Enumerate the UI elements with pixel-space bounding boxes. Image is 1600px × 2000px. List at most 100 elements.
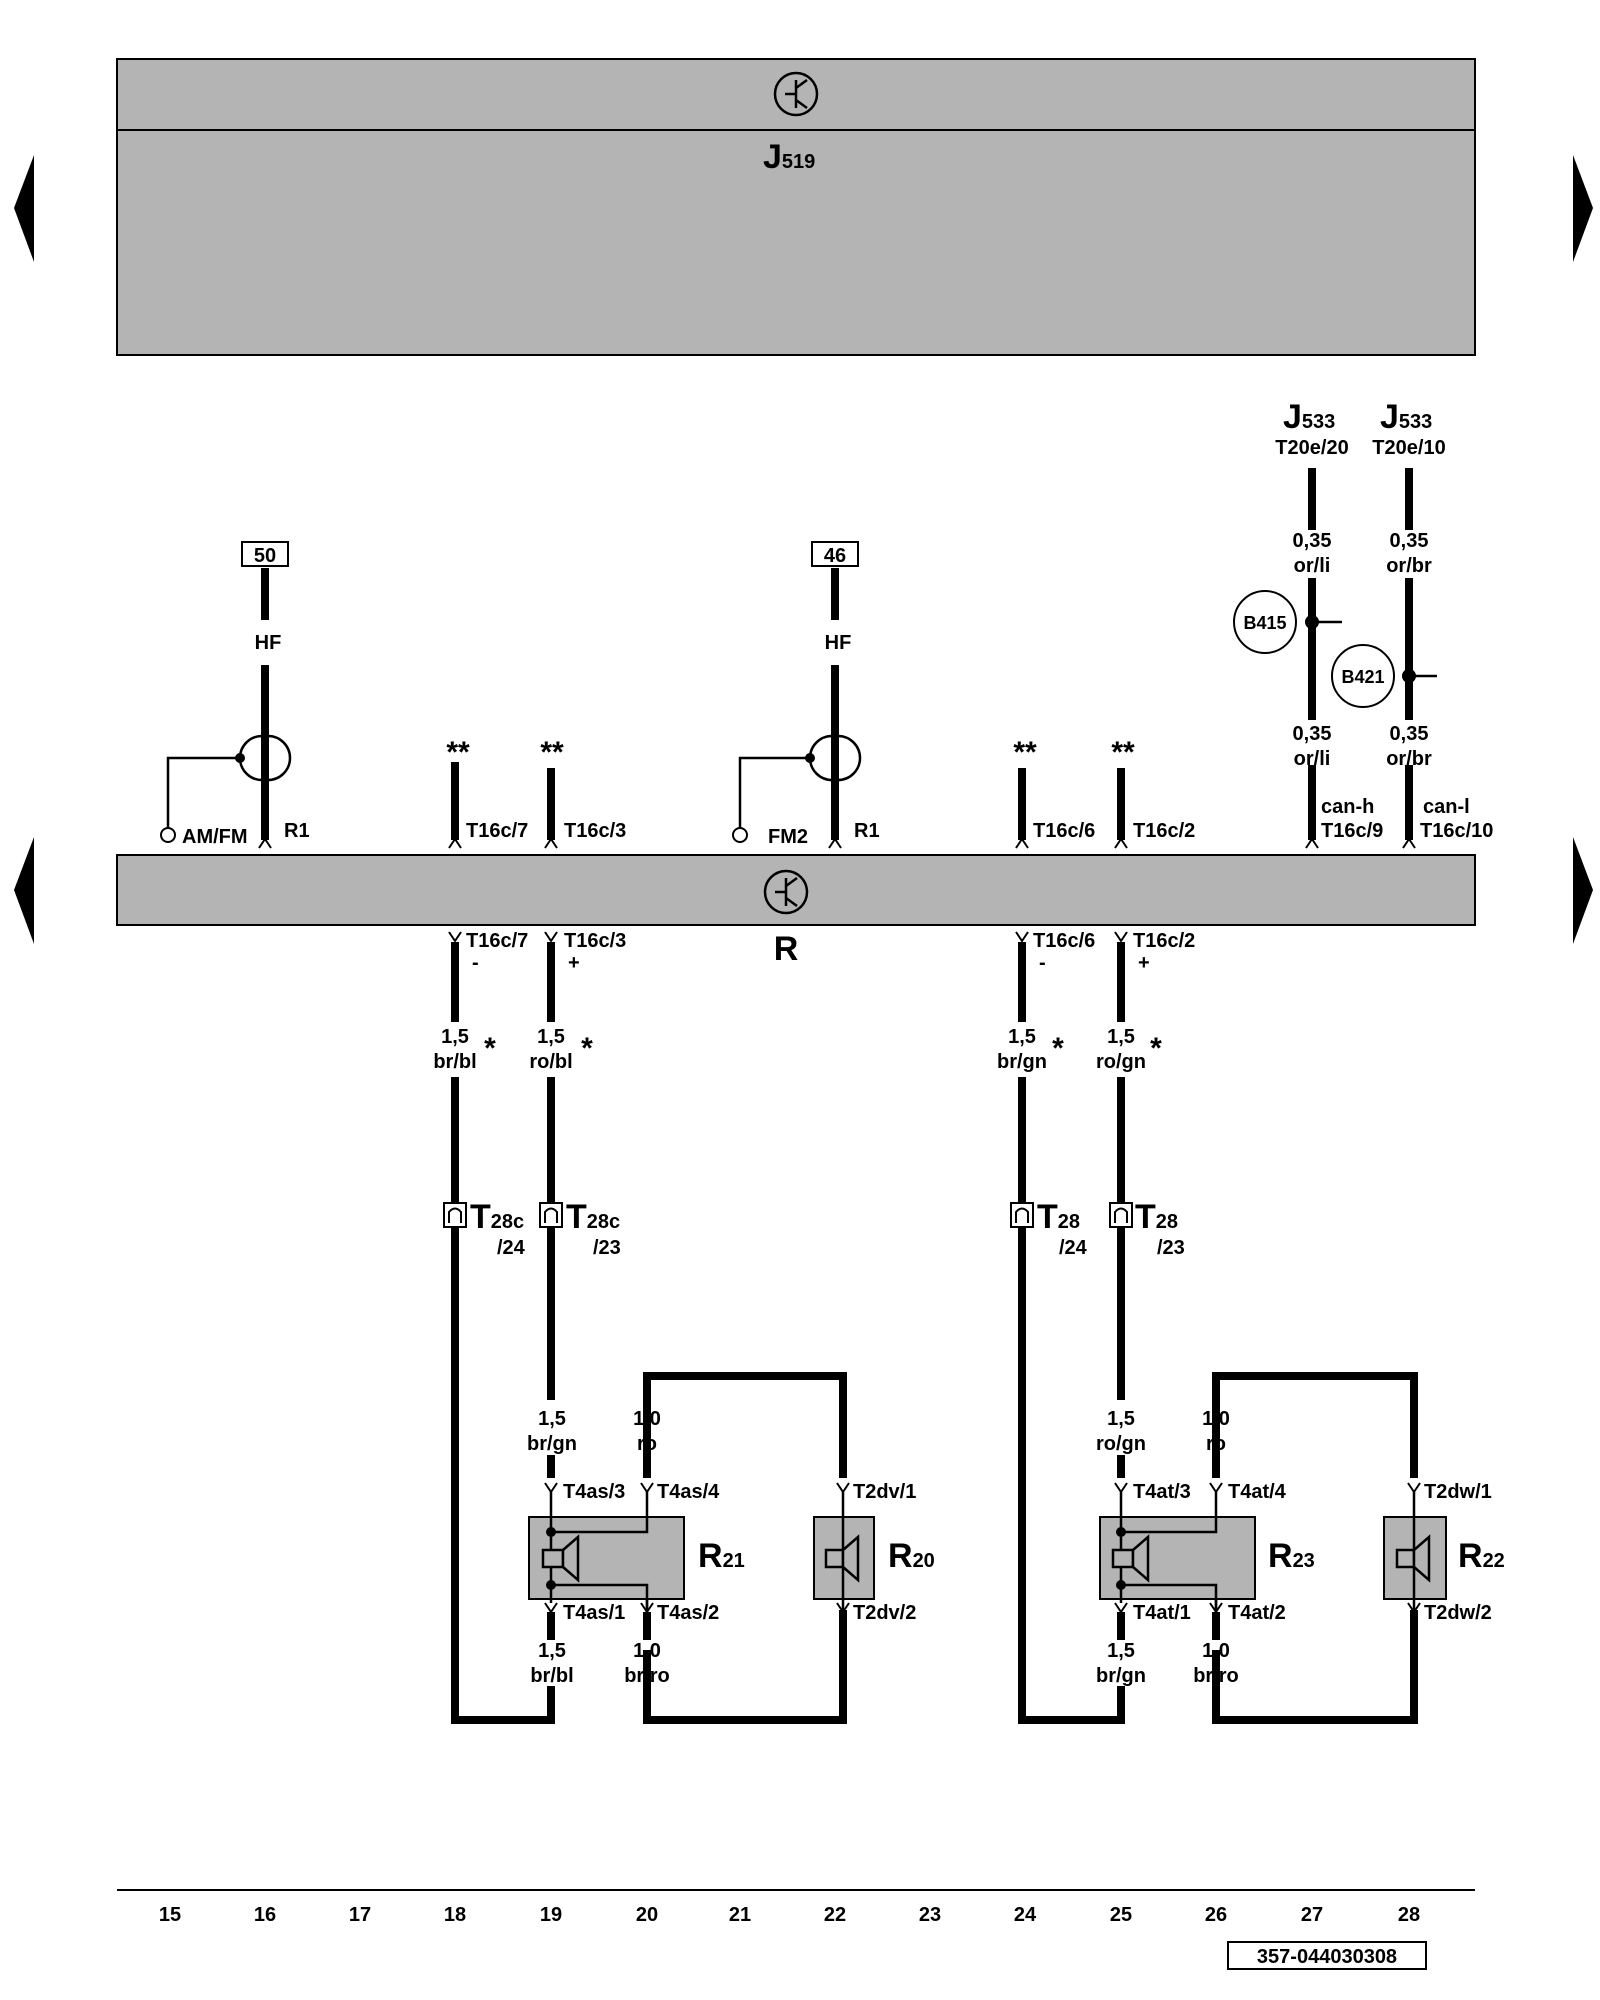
r23-pin-top-2: T4at/4 — [1228, 1481, 1287, 1503]
top-pin-t16c6: T16c/6 — [1033, 820, 1095, 842]
speaker-wire-size-top-4: 1,0 — [1202, 1408, 1230, 1430]
r23-pin-bottom-1: T4at/1 — [1133, 1602, 1191, 1624]
grid-number: 16 — [254, 1904, 276, 1926]
speaker-wire-color-top-1: br/gn — [527, 1433, 577, 1455]
speaker-wire-color-bottom-2: br/ro — [624, 1665, 670, 1687]
r22-label: R22 — [1458, 1537, 1505, 1575]
splice-b415-label: B415 — [1243, 613, 1286, 633]
speaker-wire-size-top-3: 1,5 — [1107, 1408, 1135, 1430]
connector-t28c-24: T28c — [470, 1198, 524, 1236]
loudspeaker-icon — [1395, 1534, 1431, 1583]
r21-pin-top-2: T4as/4 — [657, 1481, 720, 1503]
top-pin-t16c10: T16c/10 — [1420, 820, 1493, 842]
bottom-pin-t16c2: T16c/2 — [1133, 930, 1195, 952]
r22-pin-top: T2dw/1 — [1424, 1481, 1492, 1503]
speaker-r20 — [813, 1492, 875, 1612]
prev-page-arrow-bottom[interactable] — [14, 837, 34, 944]
doc-number: 357-044030308 — [1257, 1946, 1397, 1968]
double-star-3: ** — [1013, 736, 1037, 769]
grid-number: 17 — [349, 1904, 371, 1926]
can-l-wire-color-lower: or/br — [1386, 748, 1432, 770]
grid-number: 23 — [919, 1904, 941, 1926]
can-h-wire-size-lower: 0,35 — [1293, 723, 1332, 745]
grid-number: 26 — [1205, 1904, 1227, 1926]
prev-page-arrow-top[interactable] — [14, 155, 34, 262]
wire-color-4: ro/gn — [1096, 1051, 1146, 1073]
next-page-arrow-top[interactable] — [1573, 155, 1593, 262]
speaker-wire-size-bottom-4: 1,0 — [1202, 1640, 1230, 1662]
j533-pin-2: T20e/10 — [1372, 437, 1445, 459]
grid-number: 18 — [444, 1904, 466, 1926]
terminal-46-box — [811, 541, 859, 567]
splice-b421-label: B421 — [1341, 667, 1384, 687]
speaker-wire-size-bottom-1: 1,5 — [538, 1640, 566, 1662]
wire-star-2: * — [581, 1032, 593, 1065]
speaker-wire-size-top-2: 1,0 — [633, 1408, 661, 1430]
grid-number: 24 — [1014, 1904, 1037, 1926]
speaker-r23 — [1099, 1492, 1256, 1612]
terminal-50-box — [241, 541, 289, 567]
can-h-wire-size-upper: 0,35 — [1293, 530, 1332, 552]
r22-pin-bottom: T2dw/2 — [1424, 1602, 1492, 1624]
r23-pin-bottom-2: T4at/2 — [1228, 1602, 1286, 1624]
speaker-r21 — [528, 1492, 685, 1612]
electronic-unit-icon — [773, 71, 819, 117]
hf-label-left: HF — [255, 632, 282, 654]
radio-label: R — [774, 930, 799, 968]
r21-pin-top-1: T4as/3 — [563, 1481, 625, 1503]
wire-star-3: * — [1052, 1032, 1064, 1065]
j533-label-2: J533 — [1380, 398, 1432, 436]
r21-pin-bottom-2: T4as/2 — [657, 1602, 719, 1624]
can-l-wire-color-upper: or/br — [1386, 555, 1432, 577]
speaker-wire-size-top-1: 1,5 — [538, 1408, 566, 1430]
radio-unit-r: R — [116, 854, 1476, 968]
grid-number: 21 — [729, 1904, 751, 1926]
top-pin-t16c7: T16c/7 — [466, 820, 528, 842]
can-l-label: can-l — [1423, 796, 1470, 818]
speaker-wire-color-top-2: ro — [637, 1433, 657, 1455]
wire-color-1: br/bl — [433, 1051, 476, 1073]
bottom-pin-marks — [448, 931, 1128, 943]
bottom-pin-t16c7: T16c/7 — [466, 930, 528, 952]
can-l-wire-size-lower: 0,35 — [1390, 723, 1429, 745]
connector-icons — [443, 1202, 1133, 1228]
speaker-wire-color-bottom-1: br/bl — [530, 1665, 573, 1687]
wire-star-1: * — [484, 1032, 496, 1065]
wire-size-2: 1,5 — [537, 1026, 565, 1048]
j533-label-1: J533 — [1283, 398, 1335, 436]
grid-number: 22 — [824, 1904, 846, 1926]
speaker-wire-color-bottom-3: br/gn — [1096, 1665, 1146, 1687]
wire-size-4: 1,5 — [1107, 1026, 1135, 1048]
r21-label: R21 — [698, 1537, 745, 1575]
grid-number: 19 — [540, 1904, 562, 1926]
bottom-pin-t16c3-polarity: + — [568, 952, 580, 974]
double-star-4: ** — [1111, 736, 1135, 769]
top-pin-marks — [258, 837, 1416, 849]
connector-t28c-23-pin: /23 — [593, 1237, 621, 1259]
splice-b415 — [1233, 590, 1297, 654]
terminal-46: 46 — [824, 545, 846, 567]
speaker-wire-color-bottom-4: br/ro — [1193, 1665, 1239, 1687]
top-pin-t16c2: T16c/2 — [1133, 820, 1195, 842]
connector-t28c-24-pin: /24 — [497, 1237, 526, 1259]
speaker-wires — [451, 942, 1418, 1724]
next-page-arrow-bottom[interactable] — [1573, 837, 1593, 944]
grid-number: 15 — [159, 1904, 181, 1926]
grid-number: 20 — [636, 1904, 658, 1926]
doc-number-box — [1227, 1941, 1427, 1970]
speaker-wire-color-top-3: ro/gn — [1096, 1433, 1146, 1455]
j519-label: J519 — [763, 138, 815, 176]
wire-color-3: br/gn — [997, 1051, 1047, 1073]
r23-label: R23 — [1268, 1537, 1315, 1575]
speaker-wire-size-bottom-2: 1,0 — [633, 1640, 661, 1662]
r20-label: R20 — [888, 1537, 935, 1575]
top-pin-t16c3: T16c/3 — [564, 820, 626, 842]
fm2-label: FM2 — [768, 826, 808, 848]
loudspeaker-icon — [824, 1534, 860, 1583]
speaker-r22 — [1383, 1492, 1447, 1612]
r21-pin-bottom-1: T4as/1 — [563, 1602, 625, 1624]
wire-size-3: 1,5 — [1008, 1026, 1036, 1048]
terminal-50: 50 — [254, 545, 276, 567]
grid-number: 28 — [1398, 1904, 1420, 1926]
